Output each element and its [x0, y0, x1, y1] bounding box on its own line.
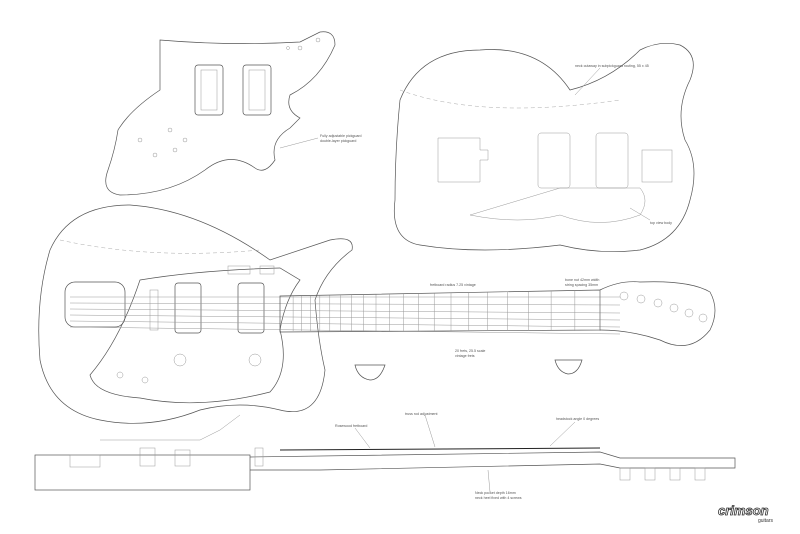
body-side-label: top view body: [650, 221, 672, 225]
nut-sublabel: string spacing 35mm: [565, 283, 598, 287]
body-rear-drawing: [393, 43, 695, 252]
fret-sublabel: vintage frets: [455, 354, 475, 358]
logo-sub: guitars: [758, 518, 774, 524]
body-top-label: neck cutaway in subpickguard routing, 55…: [575, 64, 649, 68]
headstock-label: headstock angle 0 degrees: [556, 417, 599, 421]
guitar-front-drawing: [38, 204, 716, 424]
pickguard-sublabel: double-layer pickguard: [320, 139, 356, 143]
logo-brand: crimson: [718, 503, 769, 518]
fretboard-label: Rosewood fretboard: [335, 424, 367, 428]
guitar-side-drawing: [34, 414, 736, 491]
pickguard-drawing: [105, 31, 336, 196]
bottom-label: Neck pocket depth 16mm: [475, 491, 516, 495]
crimson-logo: crimson guitars: [718, 503, 774, 524]
nut-label: bone nut 42mm width: [565, 278, 599, 282]
pickguard-label: Fully adjustable pickguard: [320, 134, 362, 138]
truss-label: truss rod adjustment: [405, 412, 438, 416]
neck-profile-heel: [354, 364, 386, 381]
neck-profile-nut: [554, 359, 583, 375]
bottom-sublabel: neck heel fixed with 4 screws: [475, 496, 522, 500]
fret-label: 20 frets, 25.5 scale: [455, 349, 485, 353]
neck-radius-label: fretboard radius 7.25 vintage: [430, 283, 476, 287]
